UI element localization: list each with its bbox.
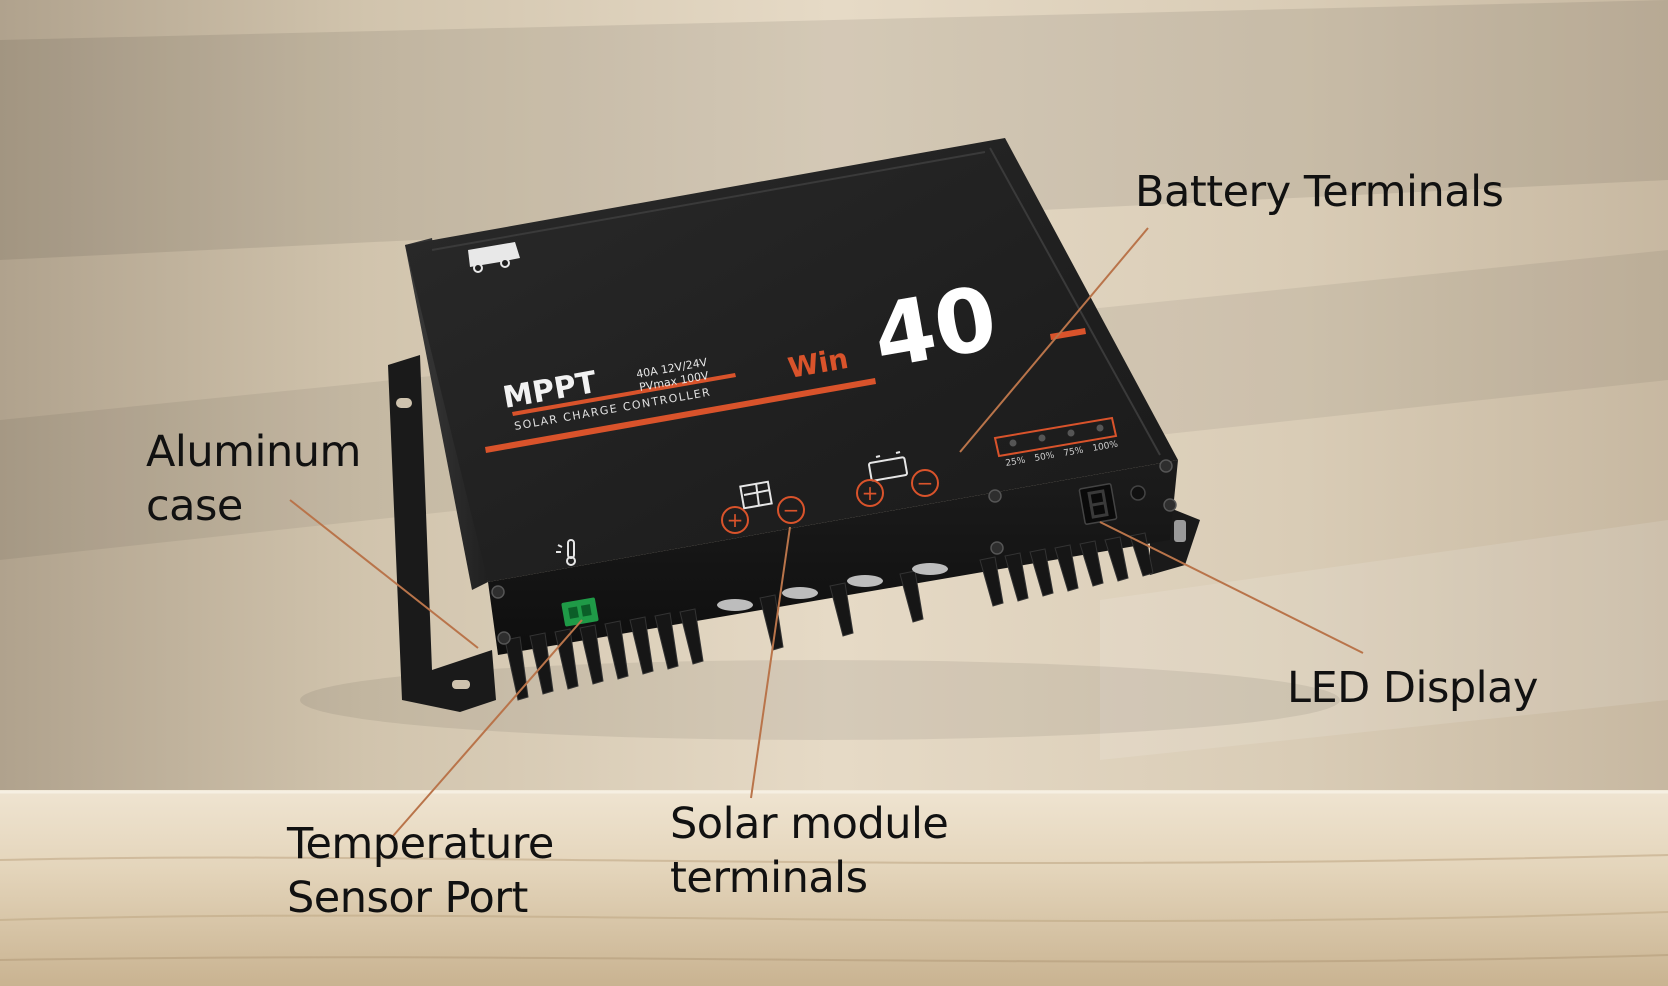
led-digit [1087,489,1109,519]
label-aluminum-line2: case [146,481,243,531]
leader-led [1099,521,1364,654]
lid-inner-edge [431,151,986,251]
flange-slot-bottom [452,680,470,689]
soc-label-50: 50% [1034,451,1056,464]
solar-plus-symbol: + [727,508,744,532]
label-aluminum-case: Aluminum case [146,425,361,533]
wood-grain-2 [0,911,1668,923]
leader-lines [289,227,1364,837]
label-led-display: LED Display [1287,661,1538,715]
label-battery-terminals: Battery Terminals [1135,165,1504,219]
label-battery-text: Battery Terminals [1135,167,1504,217]
label-solar-line2: terminals [670,853,868,903]
soc-leds [1009,424,1104,447]
flange-slot-top [396,398,412,408]
wood-grain-3 [0,954,1668,963]
leader-aluminum [289,499,479,649]
soc-indicator-panel [993,416,1118,458]
leader-battery [959,227,1149,453]
leader-solar [750,526,791,799]
case-screws [491,459,1177,645]
display-button [1130,485,1146,501]
battery-plus-symbol: + [862,481,879,505]
wall-shadow-3 [1100,520,1668,760]
battery-icon [868,451,908,482]
thermometer-icon [556,539,576,566]
label-solar-line1: Solar module [670,799,949,849]
battery-minus-symbol: − [917,471,934,495]
accent-stripe-mppt [512,373,736,416]
label-temp-line1: Temperature [287,819,554,869]
lid-right-edge [989,147,1161,456]
case-front-face [488,460,1178,655]
case-top-lid [405,138,1178,582]
label-temperature-port: Temperature Sensor Port [287,817,554,925]
flange-bolt-right [1174,520,1186,542]
leader-temp [392,619,583,837]
soc-label-25: 25% [1005,456,1027,469]
terminal-screws [717,563,948,611]
label-temp-line2: Sensor Port [287,873,528,923]
solar-minus-symbol: − [783,498,800,522]
soc-label-75: 75% [1063,446,1085,459]
device-shadow [300,660,1340,740]
accent-stripe-main [485,378,876,453]
connector-pin-2 [580,604,592,617]
wood-grain-1 [0,854,1668,865]
battery-minus-terminal [911,469,939,497]
label-aluminum-line1: Aluminum [146,427,361,477]
device-model-number: 40 [866,266,1004,389]
soc-label-100: 100% [1092,440,1120,454]
rv-logo [468,242,520,273]
label-solar-terminals: Solar module terminals [670,797,949,905]
heat-sink-fins [504,532,1154,701]
battery-plus-terminal [856,479,884,507]
connector-pin-1 [568,606,579,619]
label-led-text: LED Display [1287,663,1538,713]
wall-shadow-1 [0,0,1668,260]
mounting-flange-left [388,355,496,712]
solar-minus-terminal [777,496,805,524]
solar-plus-terminal [721,506,749,534]
solar-panel-icon [739,480,773,510]
wooden-table [0,790,1668,986]
accent-stripe-right [1050,328,1086,340]
